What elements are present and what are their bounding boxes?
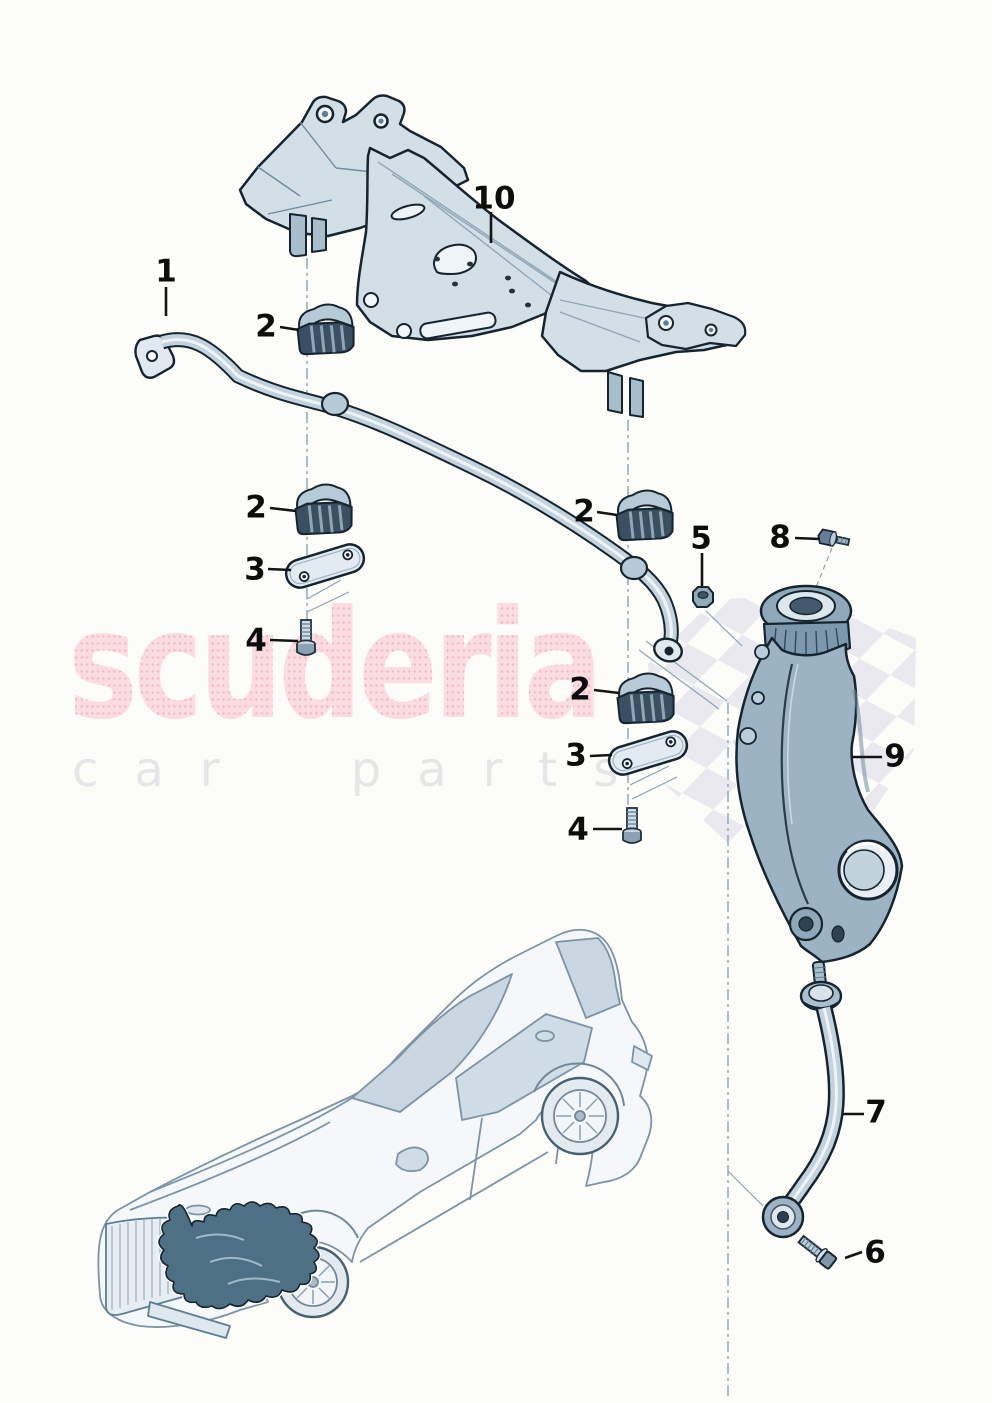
rear-wheel [540, 1076, 620, 1156]
callout-7[interactable]: 7 [865, 1094, 887, 1131]
part-2-clamp-a[interactable] [293, 300, 358, 359]
callout-9[interactable]: 9 [884, 738, 906, 775]
callout-3-d[interactable]: 3 [565, 737, 587, 774]
part-8-bolt[interactable] [817, 528, 851, 549]
callout-8[interactable]: 8 [769, 519, 791, 556]
part-location-highlight [157, 1200, 321, 1311]
part-4-screw-b[interactable] [296, 619, 316, 656]
callout-2-a[interactable]: 2 [255, 308, 277, 345]
part-3-plate-b[interactable] [281, 539, 369, 593]
watermark-brand: scuderia [68, 579, 603, 753]
part-6-bolt[interactable] [796, 1233, 838, 1270]
callout-4-b[interactable]: 4 [245, 622, 267, 659]
callout-2-c[interactable]: 2 [573, 493, 595, 530]
part-2-clamp-d[interactable] [613, 669, 678, 728]
part-4-screw-d[interactable] [622, 807, 642, 844]
watermark-tagline: car parts [72, 742, 655, 798]
callout-leader-lines [164, 212, 882, 1260]
callout-1[interactable]: 1 [155, 253, 177, 290]
part-1-anti-roll-bar[interactable] [134, 332, 685, 665]
callout-10[interactable]: 10 [472, 180, 516, 217]
part-9-wheel-carrier[interactable] [735, 584, 904, 964]
car-locator-illustration [97, 928, 653, 1339]
callout-5[interactable]: 5 [690, 520, 712, 557]
part-7-control-arm[interactable] [761, 960, 845, 1239]
part-10-subframe[interactable] [238, 94, 747, 418]
part-5-nut[interactable] [692, 586, 714, 608]
callout-2-d[interactable]: 2 [569, 671, 591, 708]
part-2-clamp-b[interactable] [291, 480, 356, 539]
callout-6[interactable]: 6 [864, 1234, 886, 1271]
callout-3-b[interactable]: 3 [244, 551, 266, 588]
callout-4-d[interactable]: 4 [567, 811, 589, 848]
callout-2-b[interactable]: 2 [245, 489, 267, 526]
part-2-clamp-c[interactable] [612, 486, 677, 545]
